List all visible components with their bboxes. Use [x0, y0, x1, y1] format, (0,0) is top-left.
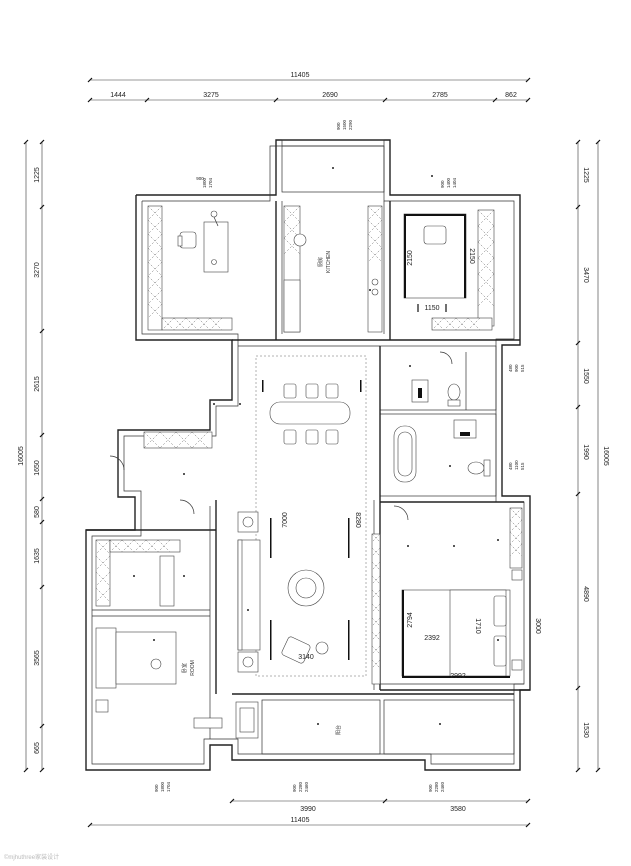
right-dim-6: 1530	[582, 722, 589, 738]
svg-text:2460: 2460	[304, 781, 309, 792]
living-width: 3140	[298, 654, 314, 661]
top-dim-1: 1444	[110, 92, 126, 99]
svg-text:1800: 1800	[160, 781, 165, 792]
master-height-3: 3000	[534, 618, 541, 634]
right-dimensions: 1225 3470 1550 1990 4890 1530 16005	[575, 139, 609, 773]
master-width-1: 2392	[424, 635, 440, 642]
bed2-height: 2150	[407, 250, 414, 266]
window-tag-1-h: 900	[196, 176, 204, 181]
cabinets	[95, 205, 523, 729]
right-dim-3: 1550	[582, 368, 589, 384]
left-dim-6: 1635	[34, 548, 41, 564]
right-dim-1: 1225	[582, 167, 589, 183]
window-tag-0: 900 1500 2290	[336, 119, 353, 130]
bathrooms	[393, 351, 491, 483]
svg-text:1400: 1400	[446, 177, 451, 188]
svg-text:900: 900	[514, 364, 519, 372]
bottom-dim-1: 3990	[300, 806, 316, 813]
svg-text:1404: 1404	[452, 177, 457, 188]
bedroom-label: 卧室	[181, 663, 188, 673]
svg-text:480: 480	[508, 364, 513, 372]
living-height-2: 8280	[354, 512, 361, 528]
right-dim-5: 4890	[582, 586, 589, 602]
svg-text:2280: 2280	[298, 781, 303, 792]
watermark: ©mjhuthree家装设计	[4, 855, 60, 861]
left-dim-1: 1225	[34, 167, 41, 183]
window-tag-1: 1800 1704	[202, 177, 213, 188]
bottom-dim-2: 3580	[450, 806, 466, 813]
svg-text:480: 480	[508, 462, 513, 470]
left-total-dim: 16005	[18, 446, 25, 466]
bottom-dimensions: 3990 3580 11405	[87, 798, 531, 828]
walls	[85, 139, 531, 771]
left-dim-8: 665	[34, 742, 41, 754]
window-tag-3: 480 900 515	[508, 364, 525, 372]
master-height-2: 1710	[474, 618, 481, 634]
left-dim-7: 3565	[34, 650, 41, 666]
svg-text:2290: 2290	[348, 119, 353, 130]
svg-text:900: 900	[336, 122, 341, 130]
kitchen-label-en: KITCHEN	[326, 251, 332, 273]
svg-text:900: 900	[440, 180, 445, 188]
svg-text:515: 515	[520, 462, 525, 470]
kitchen-area: 厨房 KITCHEN	[293, 233, 332, 273]
left-dim-3: 2615	[34, 376, 41, 392]
right-dim-2: 3470	[582, 267, 589, 283]
top-total-dim: 11405	[291, 72, 310, 79]
svg-text:2280: 2280	[434, 781, 439, 792]
top-dim-4: 2785	[432, 92, 448, 99]
svg-text:1800: 1800	[202, 177, 207, 188]
left-dim-5: 580	[34, 506, 41, 518]
master-bedroom: 2794 2392 1710 3000 2992	[393, 505, 541, 680]
right-total-dim: 16005	[602, 446, 609, 466]
left-dimensions: 16005 1225 3270 2615 1650 580 1635 3565 …	[18, 139, 45, 773]
svg-text:1500: 1500	[342, 119, 347, 130]
living-height-1: 7000	[282, 512, 289, 528]
bedroom-label-en: ROOM	[190, 660, 196, 676]
top-dim-2: 3275	[203, 92, 219, 99]
svg-text:900: 900	[292, 784, 297, 792]
window-tag-6: 900 2280 2460	[292, 781, 309, 792]
left-dim-4: 1650	[34, 460, 41, 476]
living-area: 7000 8280 3140	[237, 511, 361, 673]
left-dim-2: 3270	[34, 262, 41, 278]
right-dim-4: 1990	[582, 444, 589, 460]
balcony-label: 阳台	[335, 725, 342, 735]
study-furniture: 900	[177, 176, 229, 273]
window-tag-4: 480 1100 515	[508, 460, 525, 470]
window-tag-7: 900 2280 2460	[428, 781, 445, 792]
master-width-2: 2992	[450, 673, 466, 680]
svg-text:1704: 1704	[208, 177, 213, 188]
svg-text:900: 900	[428, 784, 433, 792]
bedroom-3: 卧室 ROOM	[95, 455, 196, 713]
window-tag-2: 900 1400 1404	[440, 177, 457, 188]
top-dim-3: 2690	[322, 92, 338, 99]
window-tags: 900 1500 2290 900 1400 1404 480 900 515 …	[154, 119, 525, 792]
balconies: 阳台	[235, 701, 342, 739]
top-dimensions: 11405 1444 3275 2690 2785 862	[87, 72, 531, 103]
bottom-total-dim: 11405	[291, 817, 310, 824]
master-height-1: 2794	[407, 612, 414, 628]
svg-text:900: 900	[154, 784, 159, 792]
light-markers	[133, 167, 499, 725]
top-dim-5: 862	[505, 92, 517, 99]
bedroom-2: 2150 2150 1150	[403, 213, 475, 312]
svg-text:515: 515	[520, 364, 525, 372]
svg-text:1100: 1100	[514, 460, 519, 470]
kitchen-label: 厨房	[317, 257, 324, 267]
bed2-width: 2150	[468, 248, 475, 264]
svg-text:2460: 2460	[440, 781, 445, 792]
wardrobe-width: 1150	[424, 305, 439, 312]
window-tag-5: 900 1800 1704	[154, 781, 171, 792]
svg-text:1704: 1704	[166, 781, 171, 792]
